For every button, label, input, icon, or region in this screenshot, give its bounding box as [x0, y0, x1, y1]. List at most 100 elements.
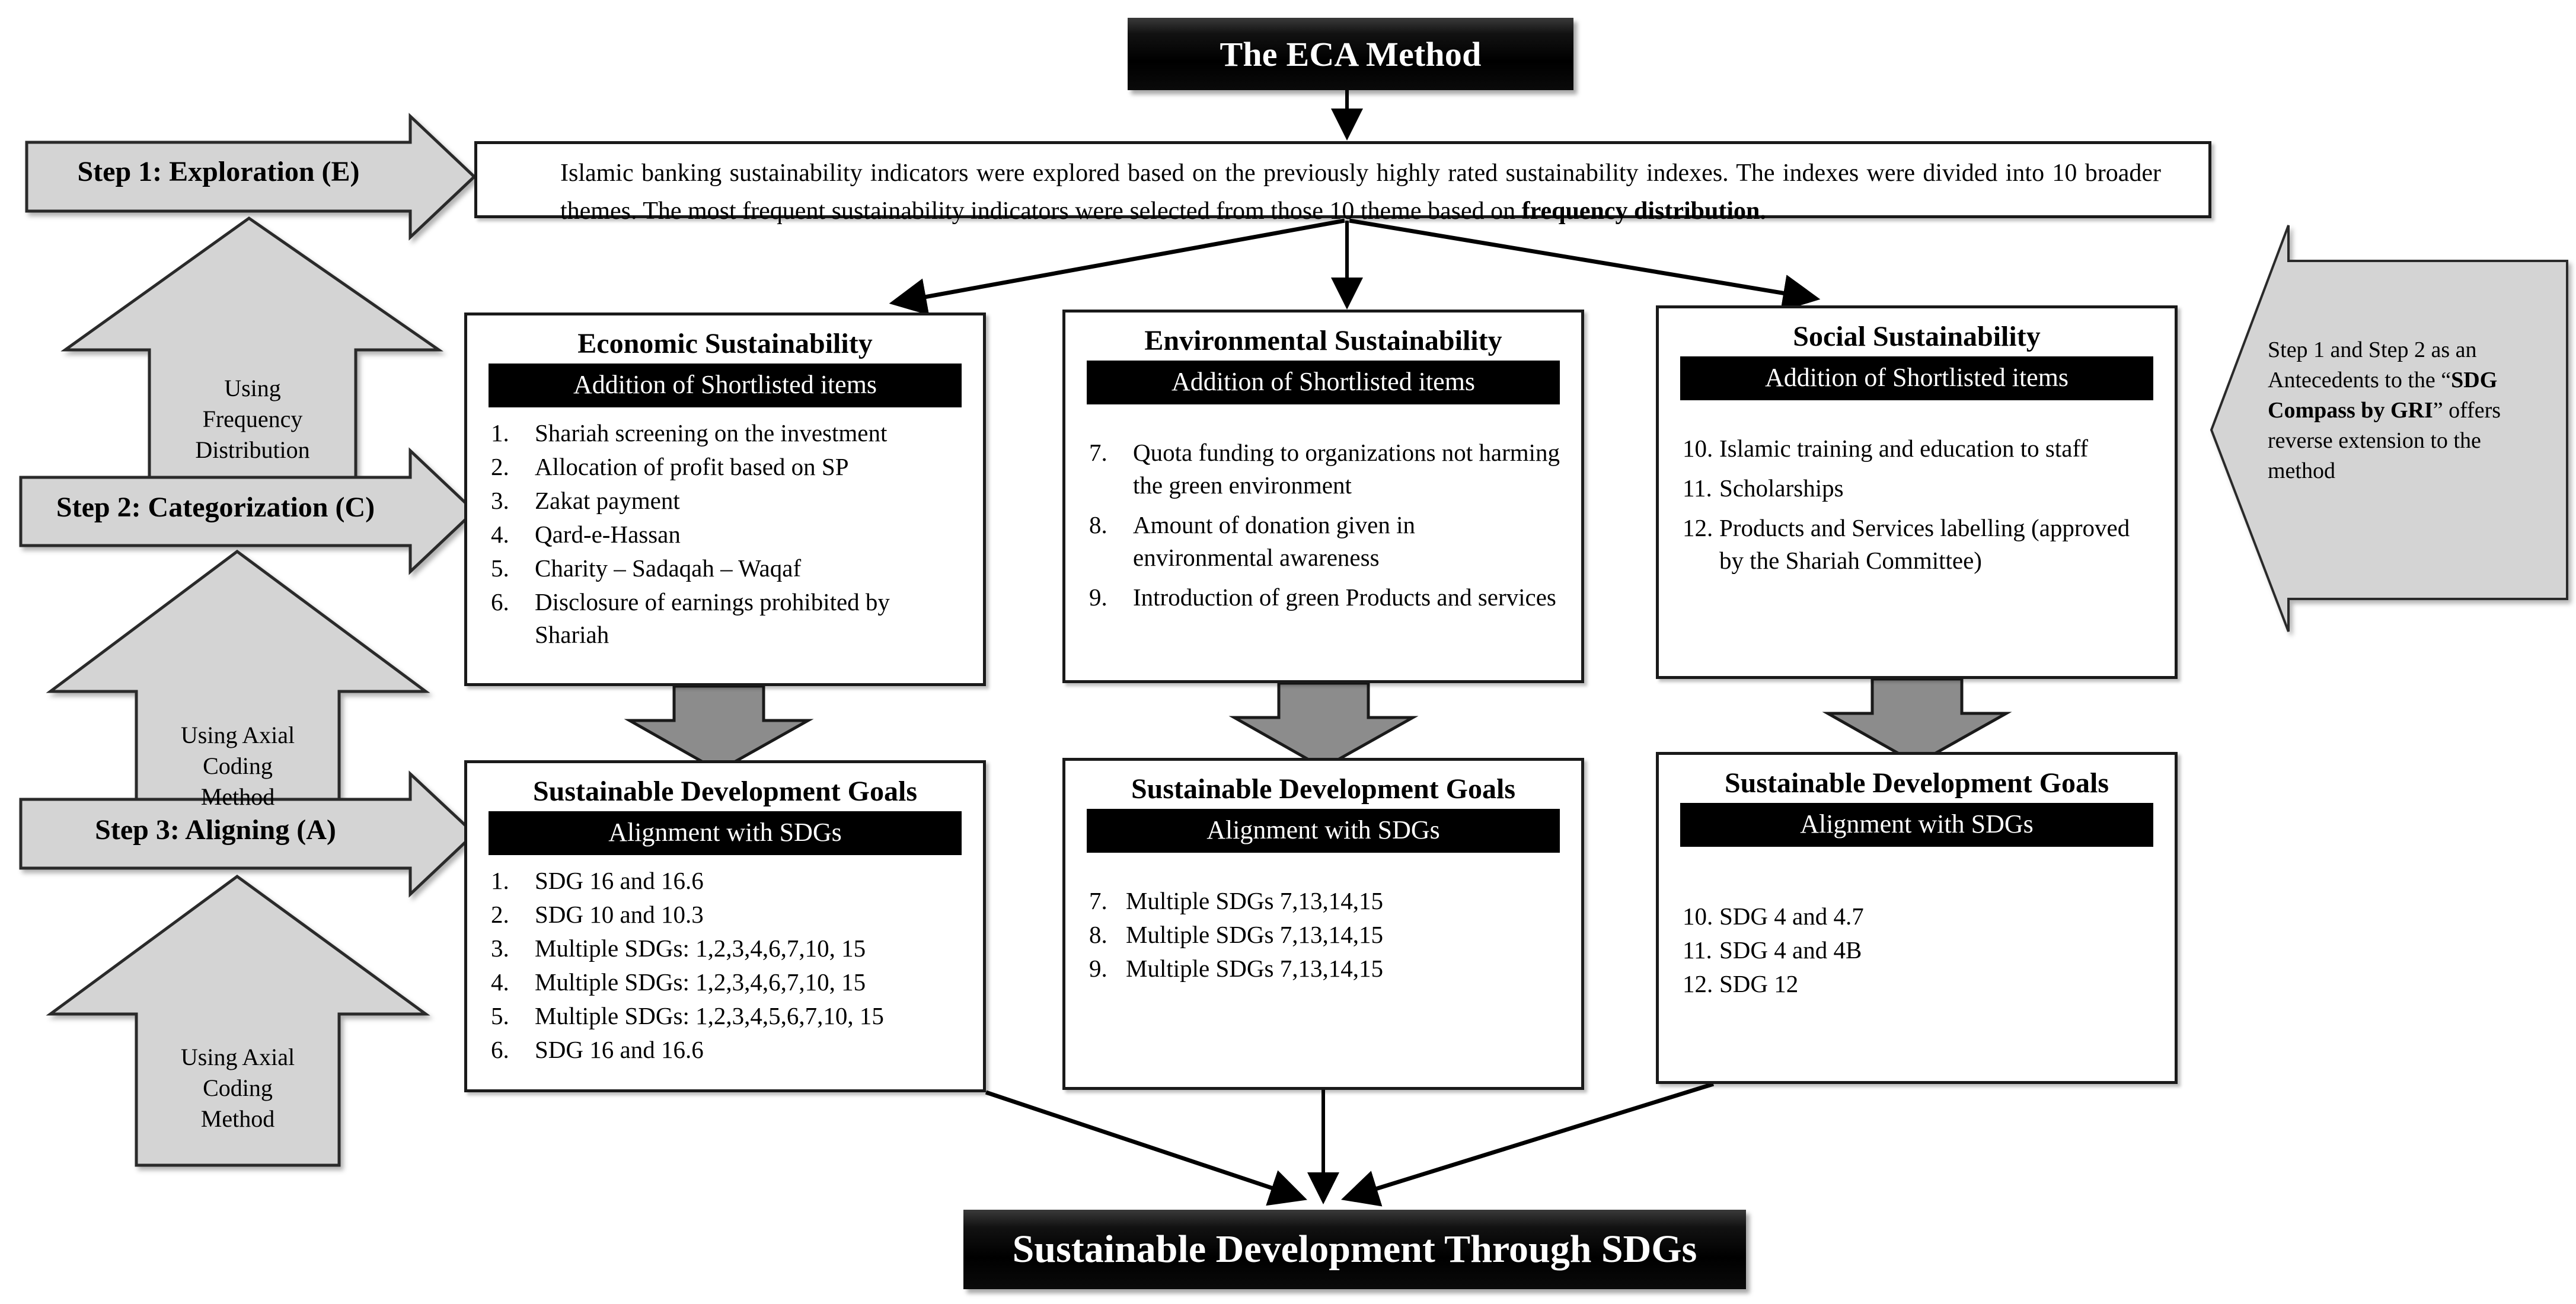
- item-number: 1.: [491, 867, 509, 895]
- item-number: 2.: [491, 453, 509, 481]
- step-1-method-label-wrap: Using Frequency Distribution: [149, 374, 356, 474]
- step-2-method-line-3: Method: [200, 783, 275, 810]
- item-text: SDG 4 and 4.7: [1719, 903, 1864, 930]
- item-number: 10.: [1683, 903, 1713, 930]
- step-1-label-wrap[interactable]: Step 1: Exploration (E): [27, 155, 410, 197]
- item-number: 11.: [1683, 474, 1712, 502]
- sdg-band-economic: Alignment with SDGs: [489, 811, 962, 856]
- category-items-social: 10.Islamic training and education to sta…: [1659, 432, 2175, 577]
- item-text: Zakat payment: [535, 487, 680, 515]
- item-number: 9.: [1089, 955, 1107, 983]
- list-item: 4. Multiple SDGs: 1,2,3,4,6,7,10, 15: [491, 966, 963, 999]
- category-band-social: Addition of Shortlisted items: [1680, 356, 2153, 401]
- list-item: 5. Charity – Sadaqah – Waqaf: [491, 552, 963, 585]
- list-item: 8.Multiple SDGs 7,13,14,15: [1089, 919, 1561, 951]
- item-text: Multiple SDGs 7,13,14,15: [1126, 955, 1383, 983]
- item-text: SDG 12: [1719, 970, 1799, 998]
- arrow-economic-to-sdg: [624, 684, 814, 773]
- list-item: 12.Products and Services labelling (appr…: [1683, 512, 2154, 577]
- category-title-environmental: Environmental Sustainability: [1144, 325, 1502, 356]
- list-item: 7.Quota funding to organizations not har…: [1089, 436, 1561, 502]
- list-item: 4.Qard-e-Hassan: [491, 518, 963, 551]
- category-box-social: Social Sustainability Addition of Shortl…: [1656, 305, 2178, 679]
- side-note-text: Step 1 and Step 2 as an Antecedents to t…: [2268, 335, 2546, 486]
- step-2-method-line-2: Coding: [203, 753, 273, 779]
- step-1-method-line-2: Frequency: [202, 406, 303, 432]
- category-box-economic: Economic Sustainability Addition of Shor…: [464, 313, 986, 686]
- description-bold: frequency distribution.: [1521, 197, 1766, 225]
- list-item: 7. Multiple SDGs 7,13,14,15: [1089, 885, 1561, 917]
- item-number: 2.: [491, 901, 509, 929]
- item-number: 7.: [1089, 887, 1107, 915]
- item-number: 5.: [491, 554, 509, 582]
- list-item: 12.SDG 12: [1683, 968, 2154, 1000]
- list-item: 9.Introduction of green Products and ser…: [1089, 581, 1561, 614]
- category-band-environmental: Addition of Shortlisted items: [1087, 360, 1560, 405]
- item-text: Allocation of profit based on SP: [535, 453, 849, 481]
- item-number: 3.: [491, 487, 509, 515]
- list-item: 5. Multiple SDGs: 1,2,3,4,5,6,7,10, 15: [491, 1000, 963, 1032]
- item-text: SDG 16 and 16.6: [535, 1035, 704, 1063]
- item-text: Disclosure of earnings prohibited by Sha…: [535, 588, 890, 648]
- list-item: 2.SDG 10 and 10.3: [491, 898, 963, 931]
- list-item: 1. Shariah screening on the investment: [491, 417, 963, 449]
- list-item: 8.Amount of donation given in environmen…: [1089, 509, 1561, 574]
- step-3-method-line-2: Coding: [203, 1075, 273, 1101]
- list-item: 3.Multiple SDGs: 1,2,3,4,6,7,10, 15: [491, 932, 963, 965]
- item-text: Multiple SDGs 7,13,14,15: [1126, 887, 1383, 915]
- item-number: 3.: [491, 935, 509, 962]
- item-number: 10.: [1683, 435, 1713, 463]
- step-3-method-line-3: Method: [200, 1105, 275, 1132]
- item-text: Multiple SDGs 7,13,14,15: [1126, 921, 1383, 949]
- item-number: 8.: [1089, 511, 1107, 539]
- arrow-social-to-sdg: [1822, 677, 2012, 766]
- item-text: Islamic training and education to staff: [1719, 435, 2089, 463]
- item-text: Charity – Sadaqah – Waqaf: [535, 554, 802, 582]
- step-3-method-line-1: Using Axial: [180, 1044, 295, 1070]
- item-number: 1.: [491, 419, 509, 447]
- list-item: 6. Disclosure of earnings prohibited by S…: [491, 586, 963, 651]
- item-number: 12.: [1683, 514, 1713, 542]
- side-note-pre: Step 1 and Step 2 as an Antecedents to t…: [2268, 337, 2477, 393]
- exploration-description-box: Islamic banking sustainability indicator…: [474, 141, 2211, 225]
- list-item: 9. Multiple SDGs 7,13,14,15: [1089, 952, 1561, 985]
- list-item: 11.SDG 4 and 4B: [1683, 934, 2154, 967]
- list-item: 11.Scholarships: [1683, 472, 2154, 505]
- item-number: 5.: [491, 1002, 509, 1029]
- sdg-title-social: Sustainable Development Goals: [1724, 767, 2109, 799]
- arrow-description-branch: [889, 218, 1821, 315]
- category-title-economic: Economic Sustainability: [577, 328, 873, 359]
- item-text: Shariah screening on the investment: [535, 419, 888, 447]
- item-number: 4.: [491, 968, 509, 996]
- sdg-title-environmental: Sustainable Development Goals: [1131, 773, 1516, 805]
- step-3-method-label-wrap: Using Axial Coding Method: [136, 1042, 339, 1143]
- sdg-band-social: Alignment with SDGs: [1680, 802, 2153, 847]
- step-3-label-wrap[interactable]: Step 3: Aligning (A): [21, 814, 410, 855]
- item-text: Multiple SDGs: 1,2,3,4,6,7,10, 15: [535, 968, 866, 996]
- item-number: 7.: [1089, 439, 1107, 467]
- category-title-social: Social Sustainability: [1793, 321, 2041, 352]
- item-text: Multiple SDGs: 1,2,3,4,5,6,7,10, 15: [535, 1002, 884, 1029]
- side-note-bold: SDG Compass by GRI: [2268, 367, 2498, 423]
- item-number: 4.: [491, 521, 509, 548]
- arrow-environmental-to-sdg: [1228, 681, 1419, 770]
- item-number: 9.: [1089, 583, 1107, 611]
- step-3-label: Step 3: Aligning (A): [95, 814, 336, 846]
- step-2-label-wrap[interactable]: Step 2: Categorization (C): [21, 491, 410, 533]
- item-number: 6.: [491, 1035, 509, 1063]
- sdg-box-social: Sustainable Development Goals Alignment …: [1656, 752, 2178, 1084]
- list-item: 10.Islamic training and education to sta…: [1683, 432, 2154, 465]
- sdg-band-environmental: Alignment with SDGs: [1087, 808, 1560, 853]
- step-1-label: Step 1: Exploration (E): [77, 156, 360, 187]
- list-item: 2. Allocation of profit based on SP: [491, 451, 963, 483]
- item-number: 11.: [1683, 936, 1712, 964]
- list-item: 6. SDG 16 and 16.6: [491, 1034, 963, 1066]
- arrow-sdgs-to-final: [985, 1082, 1715, 1207]
- item-number: 6.: [491, 588, 509, 616]
- list-item: 1.SDG 16 and 16.6: [491, 865, 963, 897]
- category-items-environmental: 7.Quota funding to organizations not har…: [1065, 436, 1581, 614]
- category-band-economic: Addition of Shortlisted items: [489, 363, 962, 408]
- item-text: SDG 4 and 4B: [1719, 936, 1862, 964]
- sdg-items-environmental: 7. Multiple SDGs 7,13,14,15 8.Multiple SD…: [1065, 885, 1581, 985]
